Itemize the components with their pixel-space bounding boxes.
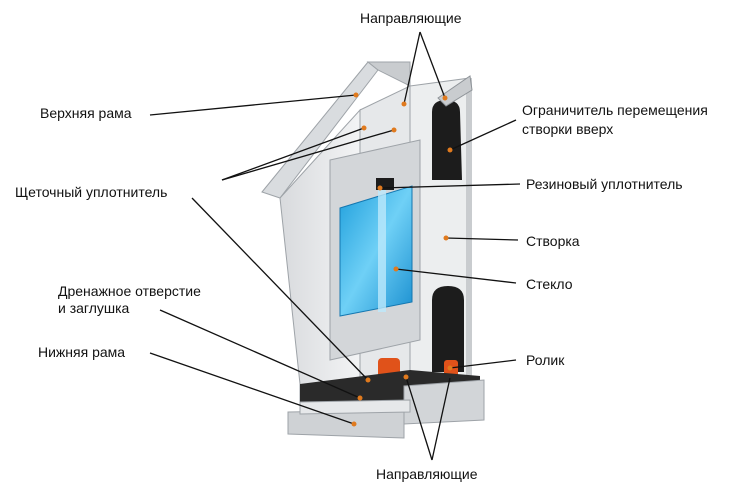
leader-lines [149, 31, 521, 461]
sash-post-edge [466, 78, 472, 390]
glass-spacer [378, 188, 386, 312]
limiter-block [432, 100, 462, 180]
label-guides-bottom: Направляющие [376, 466, 478, 482]
label-sash: Створка [526, 233, 580, 249]
label-limiter-line2: створки вверх [522, 121, 614, 137]
label-limiter-line1: Ограничитель перемещения [522, 102, 708, 118]
glass-pane [339, 185, 413, 317]
lower-rubber-block [432, 286, 464, 372]
label-rubber-seal: Резиновый уплотнитель [526, 176, 683, 192]
label-lower-frame: Нижняя рама [38, 344, 126, 360]
label-brush-seal: Щеточный уплотнитель [15, 184, 168, 200]
bottom-rail-light [403, 379, 485, 425]
lower-frame-front [299, 399, 411, 415]
label-upper-frame: Верхняя рама [40, 105, 132, 121]
label-drain-line2: и заглушка [58, 300, 130, 316]
marker-dots [351, 92, 453, 427]
label-roller: Ролик [526, 352, 565, 368]
label-guides-top: Направляющие [360, 10, 462, 26]
label-drain-line1: Дренажное отверстие [58, 283, 201, 299]
label-glass: Стекло [526, 276, 573, 292]
